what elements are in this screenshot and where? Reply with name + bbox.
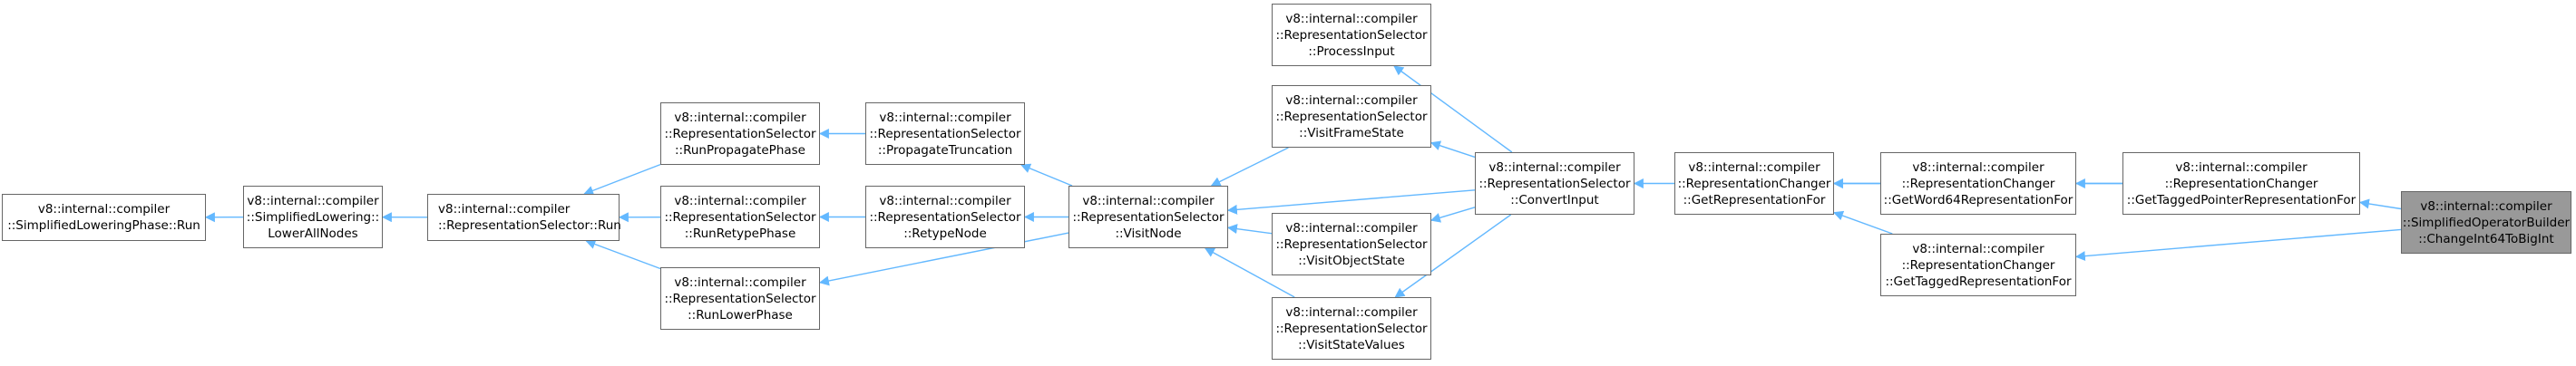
node-label-line: ::RepresentationSelector (664, 209, 816, 225)
node-label-line: ::RepresentationChanger (1677, 176, 1831, 191)
node-convert-input[interactable]: v8::internal::compiler ::RepresentationS… (1475, 152, 1634, 215)
edge-n13-to-n12 (1394, 214, 1512, 298)
node-label-line: ::RepresentationSelector::Run (438, 218, 621, 233)
node-label-line: ::RetypeNode (903, 226, 987, 241)
node-label-line: ::RepresentationSelector (1072, 209, 1225, 225)
node-retype-node[interactable]: v8::internal::compiler ::RepresentationS… (865, 186, 1025, 248)
node-label-line: v8::internal::compiler (1285, 92, 1418, 108)
node-get-representation-for[interactable]: v8::internal::compiler ::RepresentationC… (1674, 152, 1834, 215)
node-label-line: ::RepresentationSelector (664, 291, 816, 306)
node-label-line: LowerAllNodes (268, 226, 358, 241)
edge-n13-to-n10 (1429, 140, 1476, 159)
node-label-line: ::ConvertInput (1510, 192, 1599, 207)
node-label-line: v8::internal::compiler (1285, 304, 1418, 320)
node-label-line: v8::internal::compiler (1688, 159, 1820, 175)
node-label-line: ::GetTaggedPointerRepresentationFor (2126, 192, 2356, 207)
node-label-line: v8::internal::compiler (1285, 11, 1418, 26)
edge-n18-to-n17 (2358, 198, 2402, 210)
node-label-line: v8::internal::compiler (37, 202, 171, 217)
node-label-line: ::SimplifiedLowering:: (246, 209, 380, 225)
edge-n8-to-n6 (1020, 163, 1073, 187)
node-run-lower-phase[interactable]: v8::internal::compiler ::RepresentationS… (660, 267, 820, 330)
node-label-line: ::GetRepresentationFor (1683, 192, 1826, 207)
node-label-line: ::RepresentationSelector (869, 209, 1021, 225)
edge-n13-to-n11 (1429, 207, 1476, 223)
node-process-input[interactable]: v8::internal::compiler ::RepresentationS… (1272, 4, 1431, 66)
node-label-line: ::RepresentationSelector (1478, 176, 1631, 191)
edge-n10-to-n8 (1210, 147, 1289, 187)
node-label-line: ::RunPropagatePhase (675, 142, 805, 158)
node-visit-object-state[interactable]: v8::internal::compiler ::RepresentationS… (1272, 213, 1431, 275)
node-label-line: v8::internal::compiler (247, 193, 379, 208)
node-get-word64-representation-for[interactable]: v8::internal::compiler ::RepresentationC… (1880, 152, 2076, 215)
edge-n18-to-n16 (2074, 228, 2402, 262)
node-label-line: ::RepresentationChanger (1901, 176, 2055, 191)
edge-n12-to-n8 (1204, 247, 1295, 298)
edge-n13-to-n8 (1226, 189, 1476, 215)
node-label-line: ::VisitStateValues (1298, 337, 1405, 352)
node-label-line: ::RunLowerPhase (688, 307, 793, 323)
node-label-line: v8::internal::compiler (674, 274, 806, 290)
graph-edges (204, 65, 2402, 298)
node-label-line: ::VisitObjectState (1298, 253, 1405, 268)
node-label-line: v8::internal::compiler (1488, 159, 1621, 175)
node-label-line: ::RunRetypePhase (684, 226, 796, 241)
node-label-line: ::RepresentationSelector (1275, 109, 1428, 124)
node-propagate-truncation[interactable]: v8::internal::compiler ::RepresentationS… (865, 102, 1025, 165)
node-label-line: ::SimplifiedLoweringPhase::Run (7, 218, 200, 233)
edge-n16-to-n14 (1832, 210, 1893, 235)
node-label-line: ::RepresentationChanger (2164, 176, 2318, 191)
node-visit-state-values[interactable]: v8::internal::compiler ::RepresentationS… (1272, 297, 1431, 360)
node-get-tagged-pointer-representation-for[interactable]: v8::internal::compiler ::RepresentationC… (2122, 152, 2360, 215)
node-label-line: ::VisitNode (1115, 226, 1182, 241)
edge-n11-to-n8 (1226, 224, 1273, 235)
node-label-line: ::RepresentationSelector (869, 126, 1021, 141)
node-label-line: ::GetTaggedRepresentationFor (1885, 274, 2072, 289)
edge-n8-to-n5 (818, 232, 1069, 286)
node-label-line: v8::internal::compiler (2420, 198, 2552, 214)
edge-n13-to-n9 (1393, 65, 1513, 153)
node-change-int64-to-bigint[interactable]: v8::internal::compiler ::SimplifiedOpera… (2401, 191, 2571, 254)
node-visit-frame-state[interactable]: v8::internal::compiler ::RepresentationS… (1272, 85, 1431, 148)
node-label-line: ::PropagateTruncation (877, 142, 1013, 158)
node-label-line: v8::internal::compiler (1285, 220, 1418, 236)
node-label-line: ::RepresentationSelector (1275, 236, 1428, 252)
node-label-line: v8::internal::compiler (879, 193, 1011, 208)
node-run-retype-phase[interactable]: v8::internal::compiler ::RepresentationS… (660, 186, 820, 248)
node-label-line: v8::internal::compiler (1912, 159, 2044, 175)
node-label-line: v8::internal::compiler (674, 110, 806, 125)
node-get-tagged-representation-for[interactable]: v8::internal::compiler ::RepresentationC… (1880, 234, 2076, 296)
node-label-line: ::RepresentationSelector (664, 126, 816, 141)
node-label-line: v8::internal::compiler (2175, 159, 2308, 175)
node-label-line: ::RepresentationSelector (1275, 27, 1428, 43)
node-simplified-lowering-phase-run[interactable]: v8::internal::compiler ::SimplifiedLower… (2, 194, 206, 241)
node-label-line: v8::internal::compiler (1082, 193, 1215, 208)
node-label-line: ::SimplifiedOperatorBuilder (2402, 215, 2571, 230)
edge-n5-to-n2 (585, 239, 661, 270)
node-label-line: v8::internal::compiler (674, 193, 806, 208)
node-simplified-lowering-lower-all-nodes[interactable]: v8::internal::compiler ::SimplifiedLower… (243, 186, 383, 248)
node-run-propagate-phase[interactable]: v8::internal::compiler ::RepresentationS… (660, 102, 820, 165)
node-label-line: ::RepresentationChanger (1901, 257, 2055, 273)
node-label-line: ::ProcessInput (1308, 43, 1395, 59)
node-label-line: v8::internal::compiler (438, 202, 571, 217)
node-label-line: v8::internal::compiler (1912, 241, 2044, 256)
node-representation-selector-run[interactable]: v8::internal::compiler ::RepresentationS… (427, 194, 621, 241)
node-label-line: ::GetWord64RepresentationFor (1883, 192, 2073, 207)
node-label-line: ::VisitFrameState (1299, 125, 1404, 140)
node-label-line: v8::internal::compiler (879, 110, 1011, 125)
node-label-line: ::ChangeInt64ToBigInt (2418, 231, 2554, 246)
edge-n3-to-n2 (583, 163, 661, 196)
node-label-line: ::RepresentationSelector (1275, 321, 1428, 336)
node-visit-node[interactable]: v8::internal::compiler ::RepresentationS… (1068, 186, 1228, 248)
